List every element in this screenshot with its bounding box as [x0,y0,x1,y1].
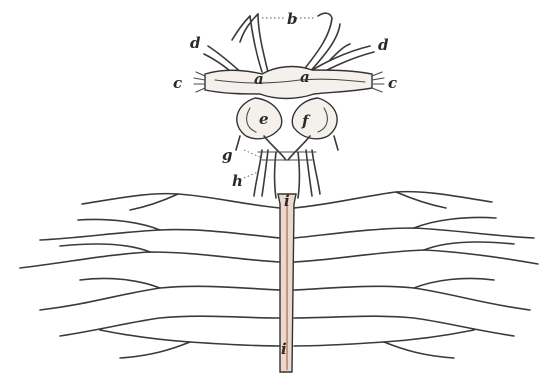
label-c-right: c [388,74,397,92]
label-a-left: a [254,70,264,88]
label-i-upper: i [284,192,290,210]
spinal-nerves-left [20,194,280,358]
label-d-left: d [190,34,201,52]
label-b: b [287,10,298,28]
cerebral-ganglia [194,67,384,99]
label-e: e [259,110,269,128]
medulla [254,150,320,198]
label-a-right: a [300,68,310,86]
label-g: g [222,146,233,164]
optic-lobes [236,98,338,160]
label-c-left: c [173,74,182,92]
label-h: h [232,172,243,190]
label-d-right: d [378,36,389,54]
spinal-nerves-right [294,192,538,358]
label-i-lower: i [281,340,287,358]
